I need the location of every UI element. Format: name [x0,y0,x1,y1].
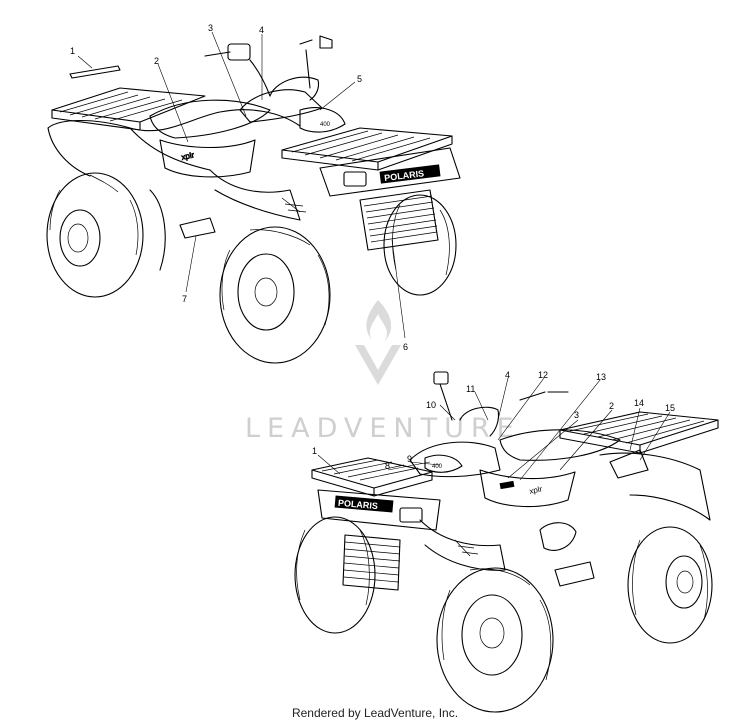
callout-bottom-8: 8 [385,461,390,471]
callout-top-6: 6 [403,342,408,352]
polaris-decal-top: POLARIS [384,168,425,183]
bottom-callout-leaders [317,377,671,481]
polaris-decal-bottom: POLARIS [338,498,379,511]
svg-text:xplr: xplr [181,150,196,162]
callout-bottom-3: 3 [574,410,579,420]
watermark-text: LEADVENTURE [245,413,521,444]
callout-top-7: 7 [182,294,187,304]
footer-credit: Rendered by LeadVenture, Inc. [291,706,459,720]
svg-text:400: 400 [320,122,331,128]
callout-top-2: 2 [154,56,159,66]
callout-bottom-1: 1 [312,446,317,456]
callout-top-3: 3 [208,23,213,33]
callout-top-5: 5 [357,74,362,84]
atv-top-view: xplr 400 POLARIS [46,35,461,364]
callout-bottom-10: 10 [426,400,436,410]
callout-top-1: 1 [70,46,75,56]
callout-bottom-11: 11 [466,384,475,394]
watermark: LEADVENTURE [245,300,521,444]
callout-top-4: 4 [259,25,264,35]
callout-bottom-9: 9 [407,454,412,464]
top-callouts: 1 2 3 4 5 6 7 [70,23,408,352]
bottom-callouts: 1 2 3 4 8 9 10 11 12 13 14 15 [312,370,675,471]
callout-bottom-13: 13 [596,372,606,382]
callout-bottom-12: 12 [538,370,548,380]
top-callout-leaders [77,31,406,339]
svg-text:xplr: xplr [529,484,544,496]
callout-bottom-4: 4 [505,370,510,380]
callout-bottom-15: 15 [665,403,675,413]
callout-bottom-14: 14 [634,398,644,408]
flame-v-logo-icon [355,300,401,385]
atv-bottom-view: POLARIS 400 xplr [294,371,719,713]
callout-bottom-2: 2 [609,401,614,411]
svg-text:400: 400 [432,464,443,470]
